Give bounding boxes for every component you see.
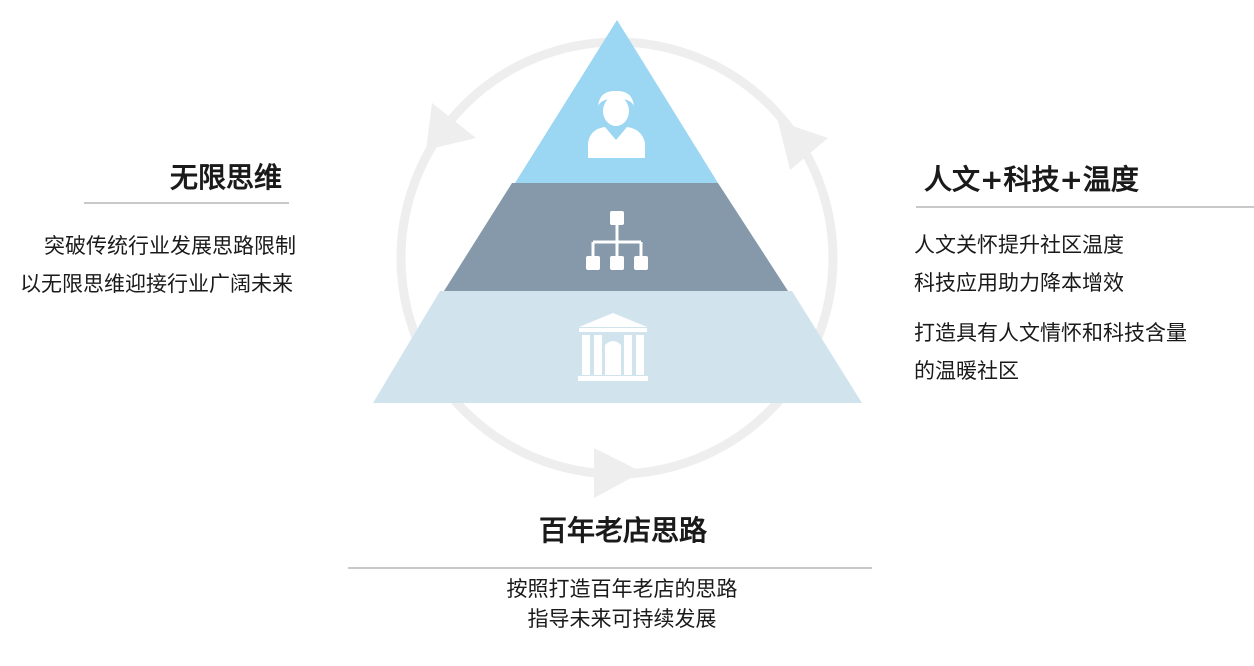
bottom-heading-wrap: 百年老店思路 (0, 513, 1254, 549)
building-icon (578, 313, 648, 381)
cycle-arrow-right (778, 121, 828, 170)
left-line-1: 突破传统行业发展思路限制 (44, 234, 296, 258)
left-divider (84, 202, 289, 204)
left-line-2: 以无限思维迎接行业广阔未来 (20, 272, 293, 296)
bottom-line-1: 按照打造百年老店的思路 (506, 577, 738, 601)
bottom-divider (348, 567, 872, 569)
left-description: 突破传统行业发展思路限制 以无限思维迎接行业广阔未来 (20, 227, 296, 303)
left-heading: 无限思维 (170, 161, 283, 194)
org-chart-icon (586, 211, 648, 270)
cycle-arrow-left (426, 103, 476, 150)
bottom-heading: 百年老店思路 (538, 514, 707, 547)
person-icon (588, 90, 645, 158)
cycle-arrow-bottom (594, 448, 642, 498)
right-heading: 人文+科技+温度 (924, 163, 1139, 196)
right-line-3: 打造具有人文情怀和科技含量 (914, 321, 1187, 345)
right-line-1: 人文关怀提升社区温度 (914, 233, 1124, 257)
right-line-2: 科技应用助力降本增效 (914, 271, 1124, 295)
right-divider (916, 206, 1254, 208)
right-description: 人文关怀提升社区温度 科技应用助力降本增效 打造具有人文情怀和科技含量 的温暖社… (914, 226, 1187, 390)
right-line-4: 的温暖社区 (914, 359, 1019, 383)
bottom-line-2: 指导未来可持续发展 (527, 607, 717, 631)
bottom-description: 按照打造百年老店的思路 指导未来可持续发展 (0, 574, 1254, 634)
